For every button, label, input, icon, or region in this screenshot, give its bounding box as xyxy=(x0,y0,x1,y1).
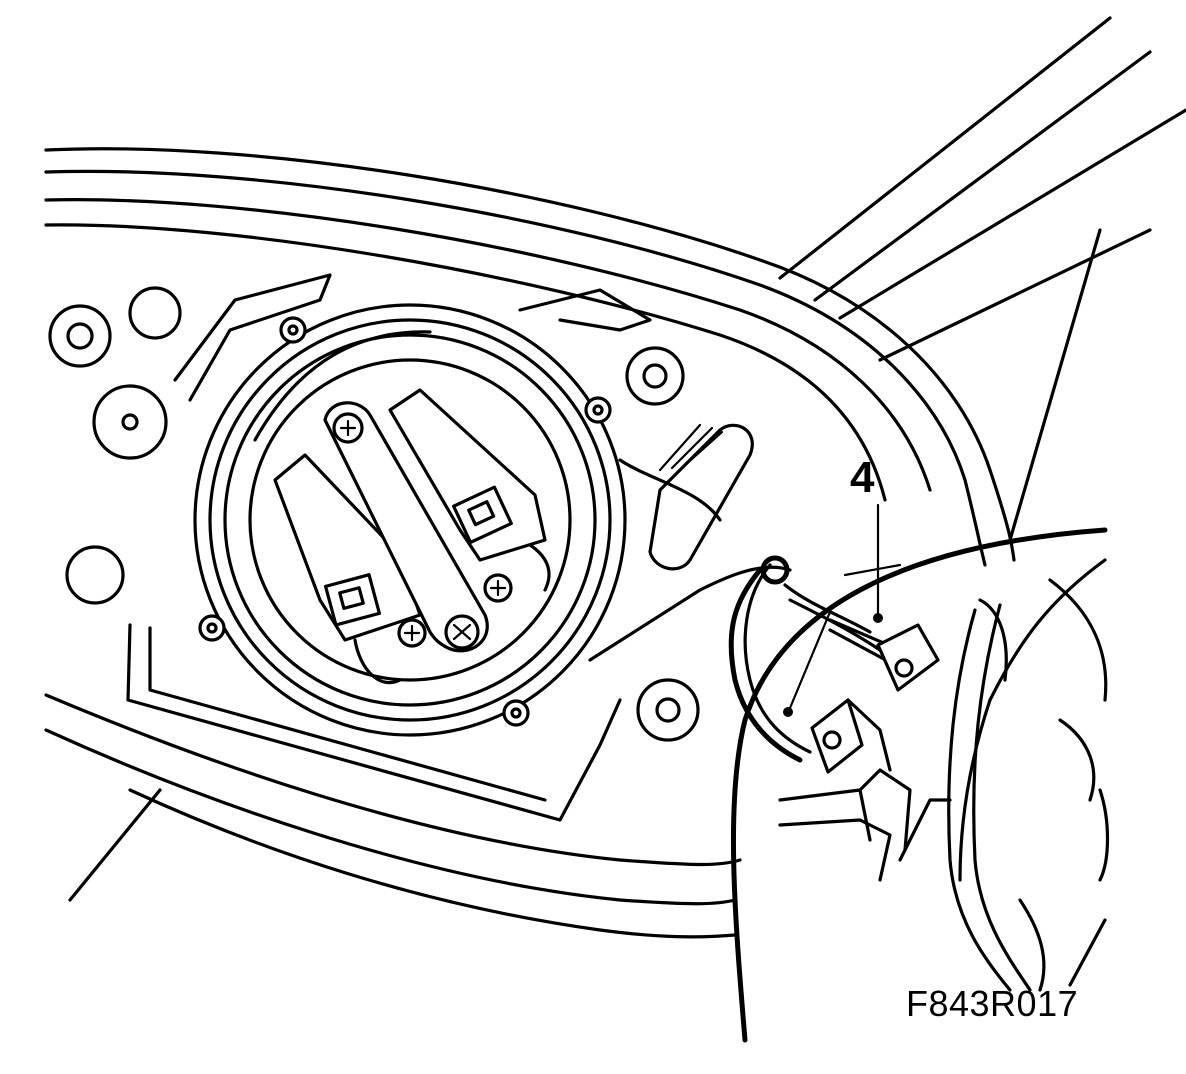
adjuster-slot xyxy=(588,423,792,662)
rear-cover xyxy=(730,527,1110,1043)
mounting-bracket xyxy=(126,273,652,822)
clip-screws xyxy=(332,412,513,650)
mounting-holes xyxy=(48,286,700,742)
body-panel-lines xyxy=(778,16,1186,542)
connector-terminal-upper xyxy=(876,623,940,692)
callout-leaders xyxy=(783,503,883,717)
figure-code: F843R017 xyxy=(906,983,1079,1024)
retaining-clip xyxy=(323,401,489,653)
callout-number: 4 xyxy=(850,453,875,502)
lamp-housing-outline xyxy=(44,147,1016,939)
bulb-socket-right xyxy=(388,388,551,592)
spring-clip xyxy=(778,768,952,882)
bulb-holder-ring xyxy=(193,303,627,737)
connector-terminal-lower xyxy=(810,698,892,774)
